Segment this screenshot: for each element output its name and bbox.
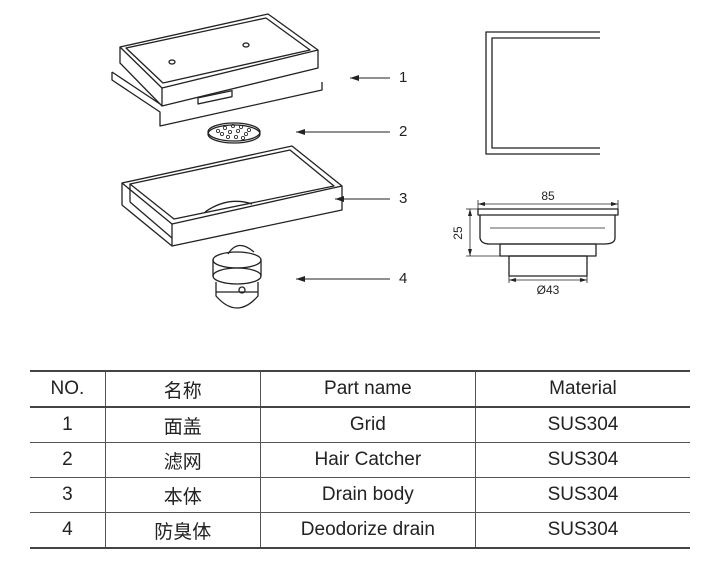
drain-body-part: [121, 145, 343, 247]
table-row: 2 滤网 Hair Catcher SUS304: [30, 442, 690, 478]
callout-4: 4: [399, 270, 407, 287]
parts-table: NO. 名称 Part name Material 1 面盖 Grid SUS3…: [30, 370, 690, 549]
cell-material: SUS304: [474, 477, 690, 513]
cell-part-name: Hair Catcher: [259, 442, 476, 478]
outlet-diameter-label: Ø43: [537, 283, 560, 297]
cell-material: SUS304: [474, 442, 690, 478]
header-chinese-name: 名称: [104, 371, 261, 407]
header-material: Material: [474, 371, 690, 407]
hair-catcher-part: [207, 122, 261, 144]
table-row: 4 防臭体 Deodorize drain SUS304: [30, 512, 690, 548]
cell-chinese-name: 面盖: [104, 407, 261, 443]
cell-part-name: Deodorize drain: [259, 512, 476, 548]
table-row: 1 面盖 Grid SUS304: [30, 407, 690, 443]
height-dimension-label: 25: [451, 226, 465, 240]
callout-3: 3: [399, 190, 407, 207]
cell-chinese-name: 滤网: [104, 442, 261, 478]
table-header-row: NO. 名称 Part name Material: [30, 371, 690, 407]
deodorize-drain-part: [212, 244, 262, 309]
cell-part-name: Drain body: [259, 477, 476, 513]
cell-part-name: Grid: [259, 407, 476, 443]
header-no: NO.: [50, 378, 85, 399]
cell-chinese-name: 本体: [104, 477, 261, 513]
cell-material: SUS304: [474, 512, 690, 548]
callout-2: 2: [399, 123, 407, 140]
side-view-drawing: [466, 200, 619, 283]
cell-no: 3: [62, 484, 73, 505]
header-part-name: Part name: [259, 371, 476, 407]
drain-exploded-diagram: 1 2 3 4 85 25 Ø43: [111, 13, 619, 309]
width-dimension-label: 85: [541, 189, 555, 203]
grid-cover-part: [111, 13, 323, 127]
callout-1: 1: [399, 69, 407, 86]
cell-no: 4: [62, 519, 73, 540]
cell-chinese-name: 防臭体: [104, 512, 261, 548]
top-view-drawing: [485, 31, 600, 155]
cell-no: 2: [62, 449, 73, 470]
table-row: 3 本体 Drain body SUS304: [30, 477, 690, 513]
cell-material: SUS304: [474, 407, 690, 443]
cell-no: 1: [62, 414, 73, 435]
